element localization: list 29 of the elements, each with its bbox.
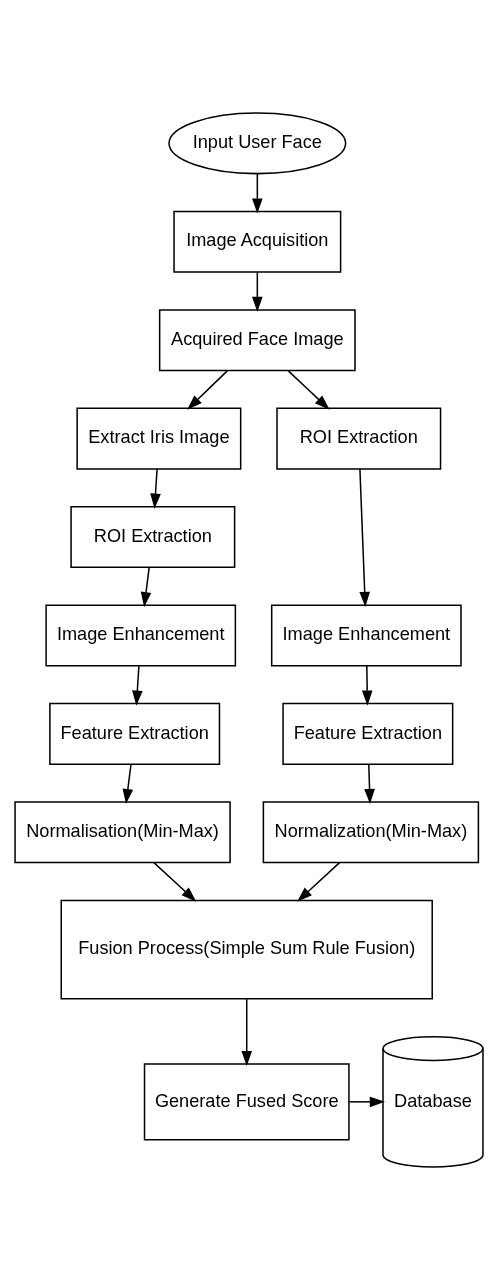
arrow	[358, 467, 370, 607]
node-box: Acquired Face Image	[158, 308, 356, 371]
node-box: ROI Extraction	[275, 407, 441, 470]
node-ellipse: Input User Face	[167, 111, 346, 174]
arrow	[287, 369, 330, 410]
node-box: Feature Extraction	[281, 702, 453, 765]
arrow	[131, 664, 143, 706]
arrow	[251, 271, 263, 312]
node-box: Normalisation(Min-Max)	[13, 800, 231, 863]
node-box: Image Enhancement	[270, 603, 462, 666]
arrow	[361, 664, 372, 706]
arrow	[149, 468, 161, 509]
node-box: ROI Extraction	[69, 505, 235, 568]
node-box: Generate Fused Score	[143, 1062, 350, 1140]
node-box: Feature Extraction	[48, 702, 220, 765]
arrow	[348, 1096, 385, 1107]
node-box: Image Enhancement	[44, 603, 236, 666]
node-box: Image Acquisition	[172, 210, 341, 273]
node-box: Fusion Process(Simple Sum Rule Fusion)	[60, 899, 433, 1000]
arrow	[363, 763, 375, 804]
arrow	[186, 369, 228, 410]
arrow	[122, 763, 133, 804]
arrow	[296, 861, 340, 902]
node-box: Extract Iris Image	[75, 407, 241, 470]
arrow	[152, 861, 196, 902]
arrow	[251, 172, 263, 214]
node-box: Normalization(Min-Max)	[262, 800, 479, 863]
arrow	[140, 566, 151, 607]
arrow	[240, 997, 252, 1066]
